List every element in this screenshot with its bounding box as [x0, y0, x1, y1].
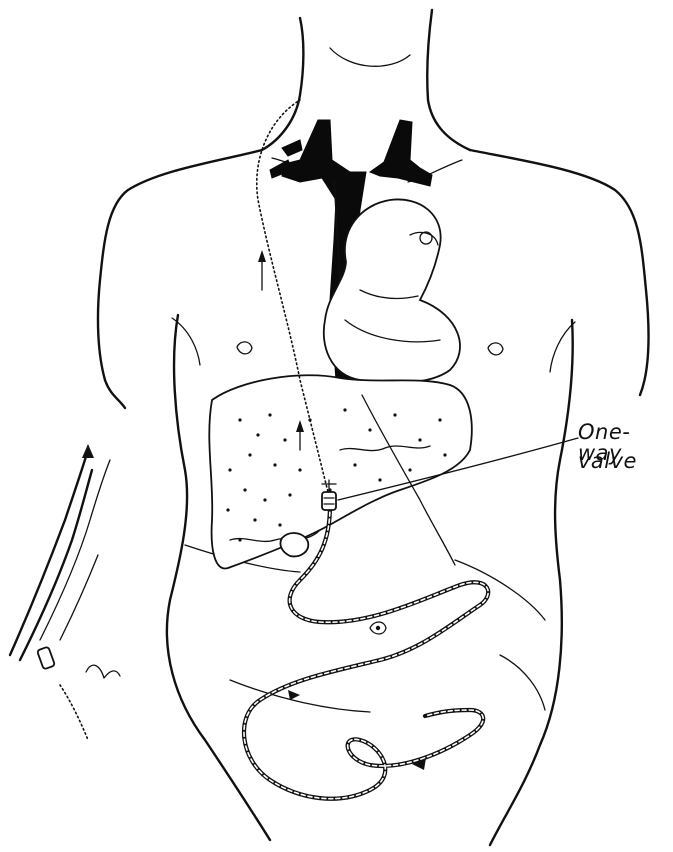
- arrow-up-icon: [258, 250, 266, 262]
- valve-icon: [322, 480, 336, 510]
- arrow-right-icon: [288, 690, 300, 700]
- gallbladder: [280, 533, 308, 556]
- inset-valve-detail: [10, 444, 120, 740]
- liver: [209, 375, 472, 568]
- valve-label-line2: valve: [578, 451, 637, 472]
